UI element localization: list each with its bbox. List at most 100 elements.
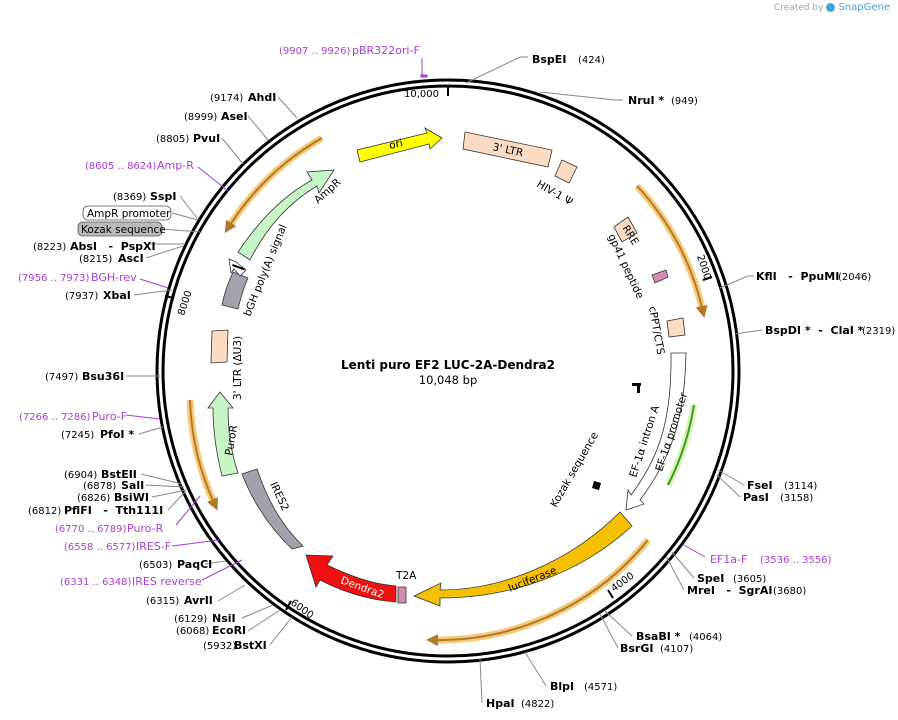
ampr-promoter-box[interactable] xyxy=(82,205,172,221)
primer-puro-r[interactable]: Puro-R xyxy=(127,522,164,535)
feature-bgh xyxy=(221,271,249,310)
leader-pfoi xyxy=(138,426,164,435)
leader-puro-r xyxy=(175,495,201,526)
site-asci[interactable]: AscI xyxy=(118,252,144,265)
site-pfoi[interactable]: PfoI * xyxy=(100,428,134,441)
feature-t2a-label: T2A xyxy=(395,570,417,582)
site-blpi-pos: (4571) xyxy=(584,682,617,693)
tick-8000 xyxy=(164,295,175,299)
leader-sali xyxy=(145,484,185,488)
feature-3ltr xyxy=(462,131,553,168)
leader-bspdi xyxy=(734,329,763,335)
site-hpai-pos: (4822) xyxy=(521,699,554,710)
feature-cppt xyxy=(666,317,686,338)
site-bsabi-pos: (4064) xyxy=(689,632,722,643)
leader-blpi xyxy=(524,651,547,687)
feature-3ltr-du3 xyxy=(210,329,229,364)
site-absi[interactable]: AbsI - PspXI xyxy=(70,240,156,253)
leader-kfli xyxy=(719,275,754,289)
site-bsrgi[interactable]: BsrGI xyxy=(620,642,653,655)
primer-bgh-rev[interactable]: BGH-rev xyxy=(91,271,137,284)
site-bsu36i[interactable]: Bsu36I xyxy=(82,370,124,383)
site-ecori-pos: (6068) xyxy=(176,626,209,637)
feature-gp41 xyxy=(651,269,669,284)
site-asci-pos: (8215) xyxy=(79,254,112,265)
leader-avrii xyxy=(217,584,246,602)
orf-arc-puro xyxy=(186,399,219,507)
site-avrii[interactable]: AvrII xyxy=(184,594,213,607)
leader-pasi xyxy=(716,474,741,498)
feature-t2a xyxy=(397,586,407,604)
primer-ef1a-f[interactable]: EF1a-F xyxy=(710,553,747,566)
leader-ef1a-f xyxy=(683,544,706,558)
site-pflfi[interactable]: PflFI - Tth111I xyxy=(64,504,163,517)
primer-pbr322ori-f-mark xyxy=(420,74,428,78)
feature-luciferase xyxy=(412,511,633,607)
site-blpi[interactable]: BlpI xyxy=(550,680,574,693)
site-bspdi[interactable]: BspDI * - ClaI * xyxy=(765,324,864,337)
feature-intron-a-tick xyxy=(637,383,640,393)
primer-pbr322ori-f[interactable]: pBR322ori-F xyxy=(352,44,420,57)
site-pvui-pos: (8805) xyxy=(156,134,189,145)
site-asei-pos: (8999) xyxy=(184,112,217,123)
site-pfoi-pos: (7245) xyxy=(61,430,94,441)
site-fsei[interactable]: FseI xyxy=(747,479,773,492)
feature-kozak-ticks xyxy=(232,264,245,271)
site-bstxi[interactable]: BstXI xyxy=(234,639,267,652)
site-sspi[interactable]: SspI xyxy=(150,190,176,203)
site-nsii[interactable]: NsiI xyxy=(212,612,236,625)
backbone-outer xyxy=(155,78,741,664)
tick-10000-label: 10,000 xyxy=(404,89,439,100)
site-leaders xyxy=(126,56,763,704)
site-sali[interactable]: SalI xyxy=(121,479,144,492)
kozak-sequence-box[interactable] xyxy=(77,221,163,237)
feature-intron-a xyxy=(632,383,641,386)
site-bsiwi[interactable]: BsiWI xyxy=(114,491,149,504)
leader-nsii xyxy=(241,604,274,619)
scale-ticks: 10,000 2000 4000 6000 8000 xyxy=(164,86,713,621)
primer-puro-f[interactable]: Puro-F xyxy=(92,410,127,423)
site-spei[interactable]: SpeI xyxy=(697,572,724,585)
site-mrei[interactable]: MreI - SgrAI xyxy=(687,584,772,597)
primer-labels: (9907 .. 9926) pBR322ori-F EF1a-F (3536 … xyxy=(18,44,832,588)
site-paqci[interactable]: PaqCI xyxy=(177,558,212,571)
leader-bsiwi xyxy=(151,489,187,498)
feature-ori-label: ori xyxy=(388,137,404,152)
site-kfli[interactable]: KflI - PpuMI xyxy=(756,270,839,283)
site-nrui[interactable]: NruI * xyxy=(628,94,664,107)
primer-ires-reverse[interactable]: IRES reverse xyxy=(132,575,202,588)
feature-luciferase-label: luciferase xyxy=(507,565,559,595)
site-spei-pos: (3605) xyxy=(733,574,766,585)
feature-puror xyxy=(207,391,239,477)
kozak-sequence-label: Kozak sequence xyxy=(81,224,166,236)
leader-bsteii xyxy=(140,473,183,485)
site-bsabi[interactable]: BsaBI * xyxy=(636,630,681,643)
site-pvui[interactable]: PvuI xyxy=(193,132,220,145)
site-ahdi-pos: (9174) xyxy=(210,93,243,104)
primer-amp-r-pos: (8605 .. 8624) xyxy=(85,161,157,172)
leader-asci xyxy=(145,245,184,259)
site-bsu36i-pos: (7497) xyxy=(45,372,78,383)
site-asei[interactable]: AseI xyxy=(221,110,248,123)
site-xbai[interactable]: XbaI xyxy=(103,289,131,302)
leader-ampr-promoter xyxy=(171,212,199,221)
leader-ecori xyxy=(247,609,281,632)
site-ahdi[interactable]: AhdI xyxy=(248,91,276,104)
site-bspei-pos: (424) xyxy=(578,55,605,66)
site-bsteii[interactable]: BstEII xyxy=(101,468,137,481)
site-hpai[interactable]: HpaI xyxy=(486,697,515,710)
site-absi-pos: (8223) xyxy=(33,242,66,253)
leader-hpai xyxy=(479,658,483,704)
orf-arc-ef1a-core xyxy=(667,404,695,486)
feature-kozak-map-label: Kozak sequence xyxy=(548,430,601,509)
tick-2000 xyxy=(702,276,713,281)
snapgene-credit: Created by SnapGene xyxy=(774,2,890,13)
site-bspei[interactable]: BspEI xyxy=(532,53,566,66)
leader-kozak xyxy=(161,228,201,233)
site-ecori[interactable]: EcoRI xyxy=(212,624,246,637)
feature-ampr xyxy=(237,169,335,261)
primer-amp-r[interactable]: Amp-R xyxy=(157,159,194,172)
primer-ires-f[interactable]: IRES-F xyxy=(136,540,171,553)
site-pasi[interactable]: PasI xyxy=(743,491,769,504)
feature-rre xyxy=(613,216,638,243)
